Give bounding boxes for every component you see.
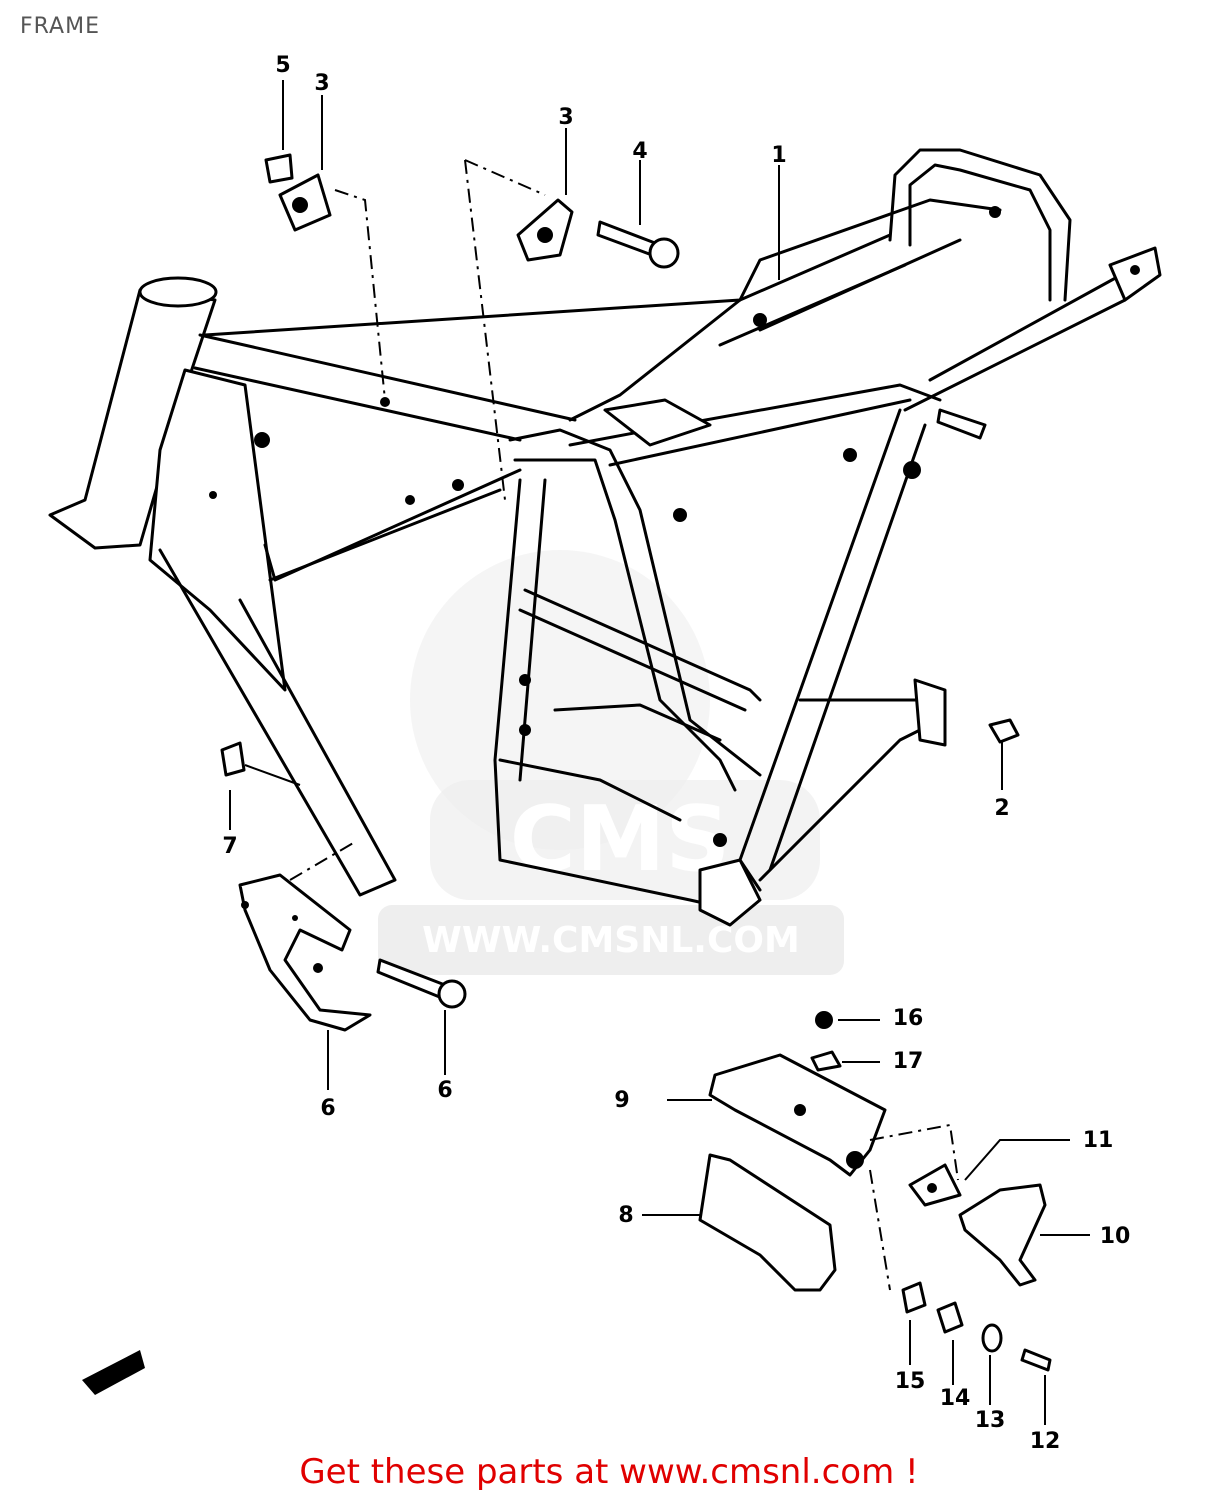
nut-icon: [264, 153, 294, 184]
callout-2: 2: [994, 796, 1009, 821]
footer-link[interactable]: Get these parts at www.cmsnl.com !: [299, 1452, 919, 1492]
callout-5: 5: [275, 53, 290, 78]
callout-3a: 3: [314, 71, 329, 96]
watermark-logo: CMS: [510, 787, 730, 892]
watermark-url: WWW.CMSNL.COM: [422, 920, 800, 961]
callout-18: 17: [893, 1049, 924, 1074]
bolt-icon: [596, 220, 680, 269]
callout-17: 16: [893, 1006, 924, 1031]
washer-14: [981, 1323, 1003, 1353]
callout-1: 1: [771, 143, 786, 168]
footrest-bracket-10: [708, 1053, 887, 1177]
callout-labels: 5 3 3 4 1 2 7 6 6 16 17 9 11 8 10 15 14 …: [222, 53, 1130, 1454]
callout-15: 14: [940, 1386, 971, 1411]
callout-4: 4: [632, 139, 647, 164]
engine-mount-plate-left: [278, 173, 332, 232]
callout-14: 13: [975, 1408, 1006, 1433]
callout-10: 9: [614, 1088, 629, 1113]
callout-12: 11: [1083, 1128, 1114, 1153]
engine-mount-plate-right: [516, 198, 574, 262]
nut-17: [815, 1011, 833, 1029]
front-arrow-icon: [82, 1350, 145, 1395]
callout-6: 6: [320, 1096, 335, 1121]
washer-18: [810, 1050, 842, 1072]
nut-8: [220, 741, 246, 777]
plate-12: [908, 1163, 962, 1207]
cmsnl-watermark: WWW.CMSNL.COM CMS: [378, 550, 844, 975]
nut-2: [988, 718, 1020, 744]
callout-16: 15: [895, 1369, 926, 1394]
main-frame: [48, 148, 1162, 927]
callout-11: 10: [1100, 1224, 1131, 1249]
bolt-7: [376, 958, 467, 1009]
callout-7: 6: [437, 1078, 452, 1103]
collar-16: [901, 1281, 927, 1314]
callout-9: 8: [618, 1203, 633, 1228]
engine-bracket-6: [238, 873, 372, 1032]
callout-13: 12: [1030, 1429, 1061, 1454]
diagram-title: FRAME: [20, 14, 100, 39]
callout-3b: 3: [558, 105, 573, 130]
bolt-13: [1020, 1348, 1052, 1372]
footrest-cover-9: [698, 1153, 837, 1292]
footrest-11: [958, 1183, 1047, 1287]
bushing-15: [936, 1301, 964, 1334]
callout-8: 7: [222, 834, 237, 859]
